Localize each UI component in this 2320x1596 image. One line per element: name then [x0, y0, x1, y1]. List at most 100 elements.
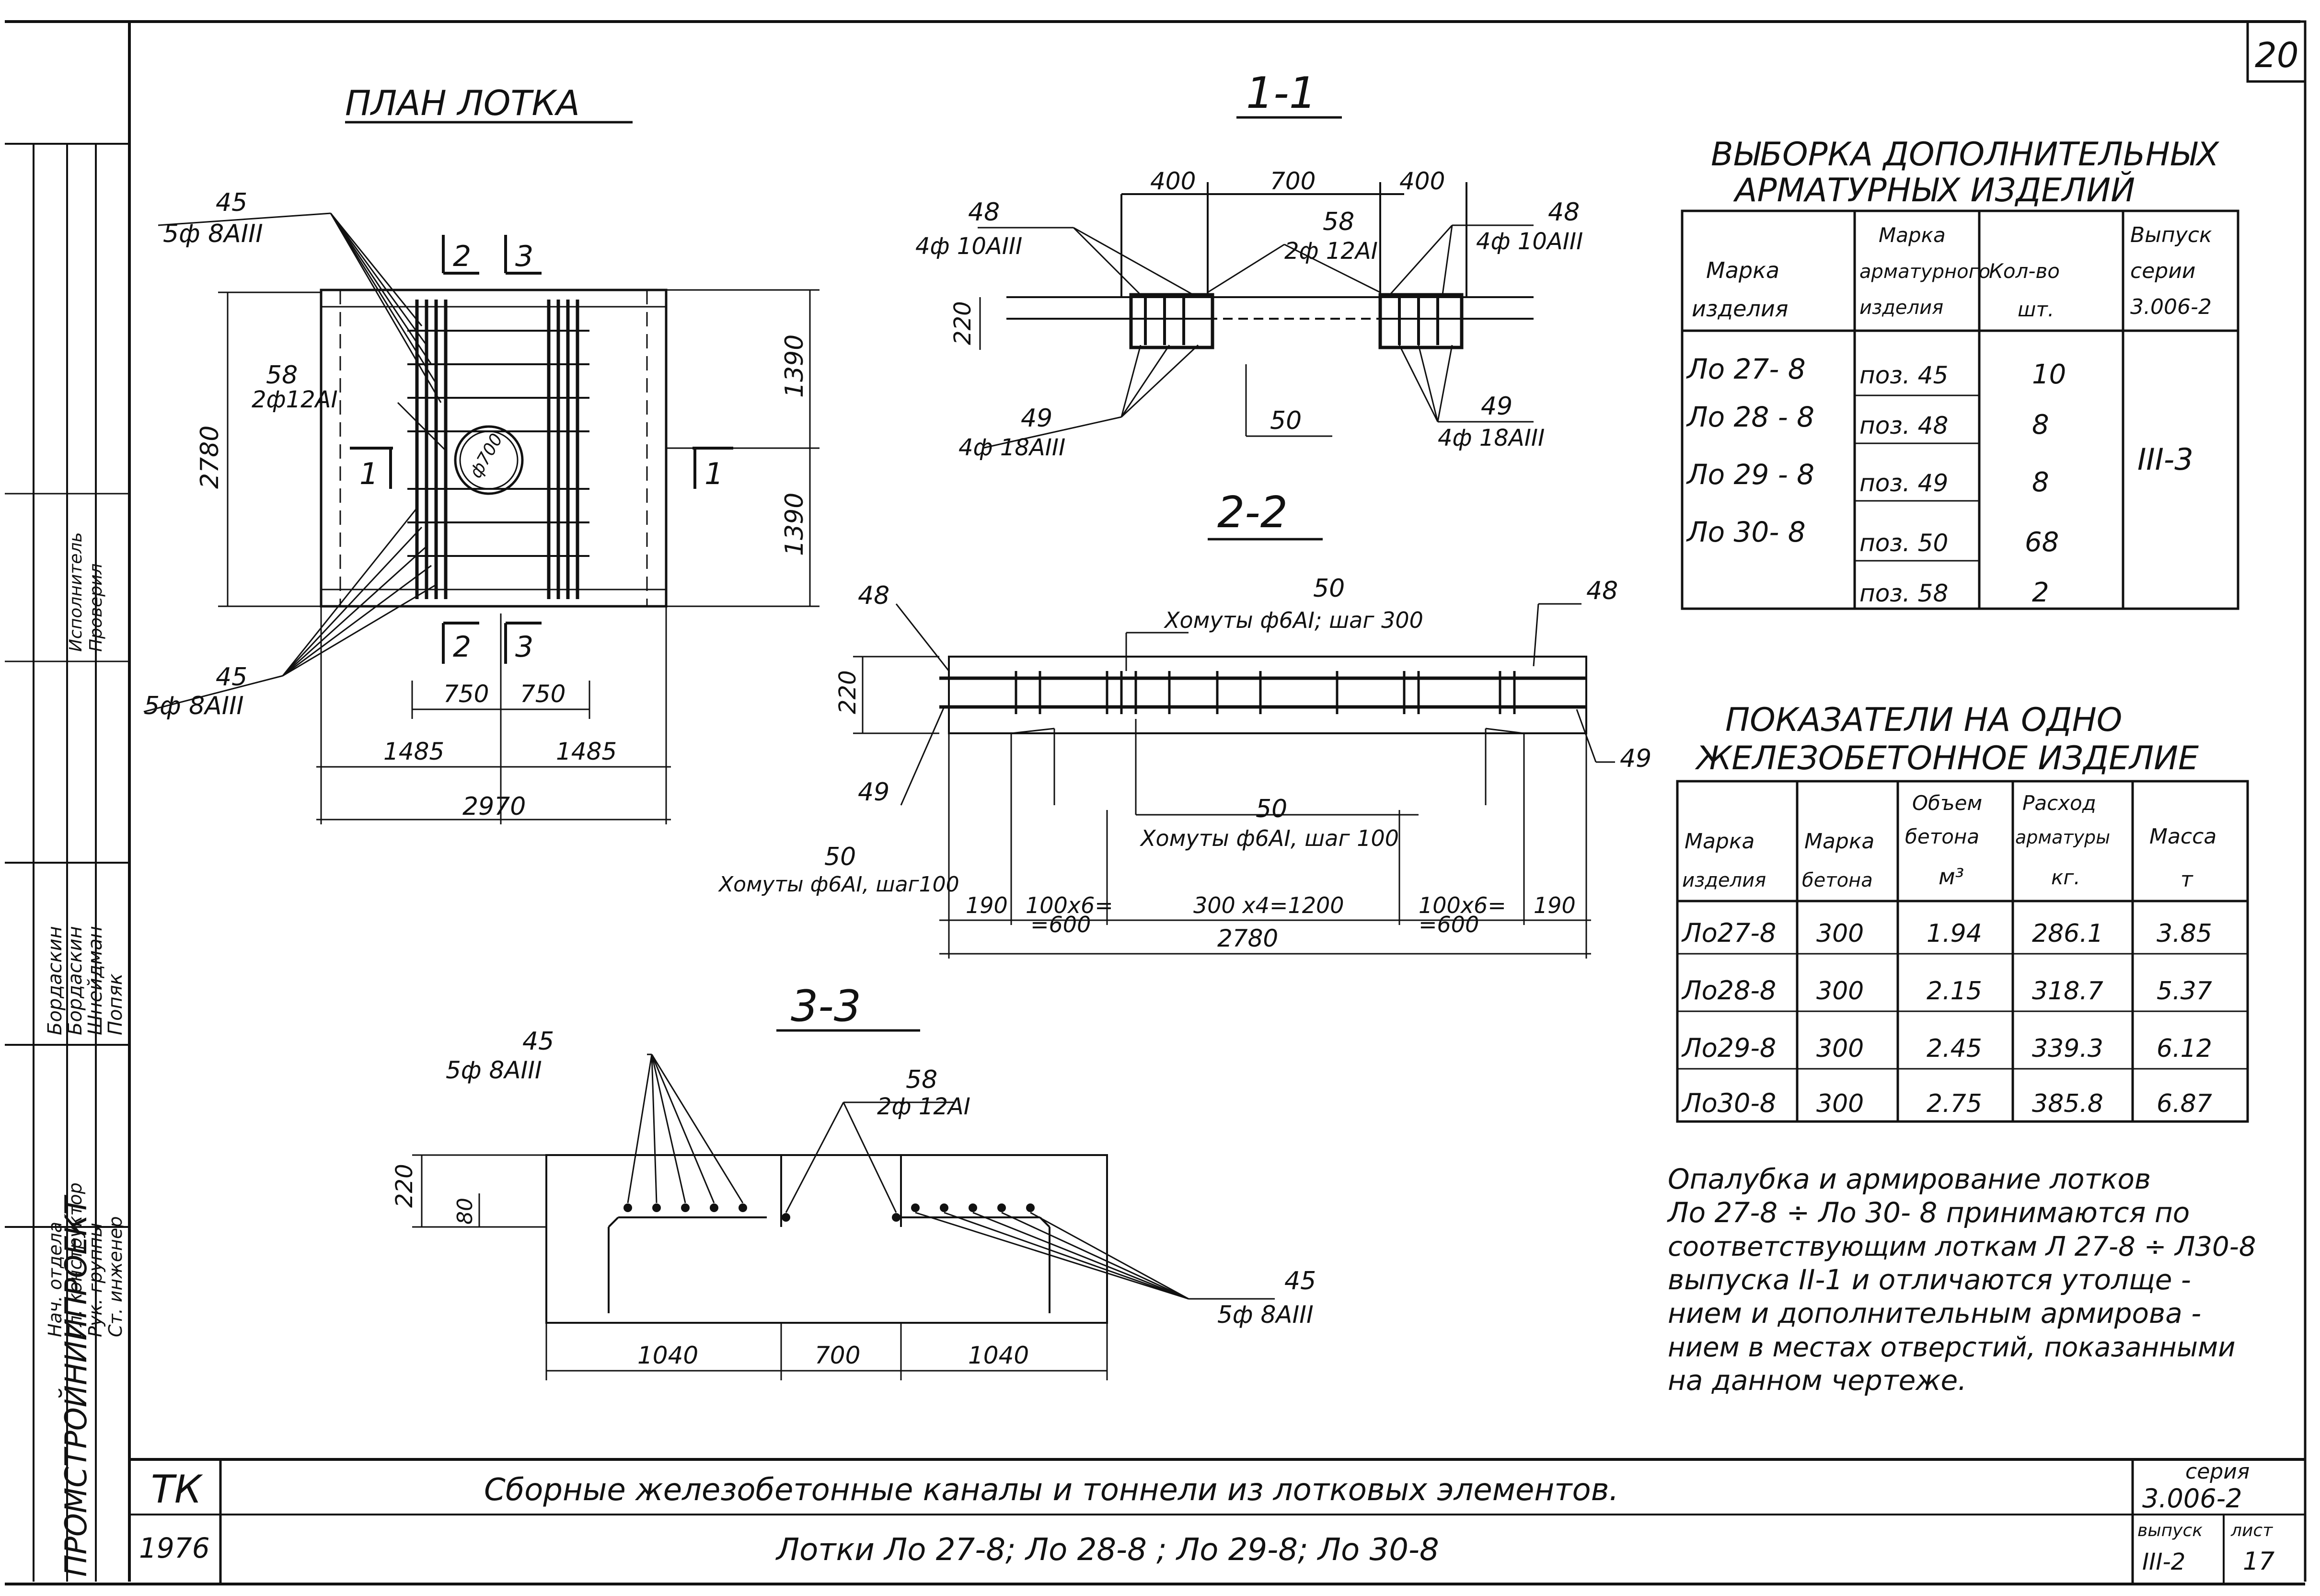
- selection-qty-5: 2: [2032, 577, 2049, 608]
- note-line-4: выпуска II-1 и отличаются утолще -: [1668, 1263, 2191, 1296]
- plan-rebar45-bottom: 5ф 8АIII: [144, 692, 244, 720]
- section11-dim-400-left: 400: [1150, 167, 1196, 195]
- section22-dim-190-right: 190: [1534, 892, 1576, 918]
- section11-pos58: 58: [1323, 208, 1354, 236]
- plan-hole-label: ф700: [466, 430, 507, 482]
- section22-pos48-left: 48: [858, 581, 889, 610]
- section11-dim-700: 700: [1270, 167, 1316, 195]
- selection-pos-2: поз. 48: [1859, 412, 1948, 439]
- section33-rebar45-right: 5ф 8АIII: [1217, 1301, 1314, 1329]
- selection-h4-l2: серии: [2130, 259, 2195, 283]
- selection-pos-1: поз. 45: [1859, 361, 1948, 389]
- ind-r1-c2: 300: [1816, 919, 1864, 948]
- plan-dim-total: 2970: [462, 792, 526, 821]
- plan-rebar45-top: 5ф 8АIII: [163, 220, 263, 248]
- plan-pos45-bottom: 45: [216, 663, 247, 692]
- ind-r1-c3: 1.94: [1927, 919, 1982, 948]
- indicators-table-grid: [1676, 780, 2249, 1123]
- section11-pos50: 50: [1270, 406, 1302, 435]
- section33-rebar58: 2ф 12АI: [877, 1093, 970, 1120]
- section22-pos50-mid: 50: [1256, 795, 1287, 823]
- section33-title: 3-3: [791, 981, 861, 1031]
- ind-r4-c4: 385.8: [2032, 1089, 2103, 1118]
- section22-pos49-left: 49: [858, 778, 889, 807]
- indicators-title-1: ПОКАЗАТЕЛИ НА ОДНО: [1725, 701, 2122, 739]
- section11-pos49-right: 49: [1481, 392, 1512, 421]
- selection-title-2: АРМАТУРНЫХ ИЗДЕЛИЙ: [1733, 171, 2135, 209]
- section22-dim-190-left: 190: [966, 892, 1008, 918]
- selection-pos-3: поз. 49: [1859, 469, 1948, 497]
- plan-section-1-right: 1: [704, 456, 723, 491]
- selection-qty-1: 10: [2032, 359, 2066, 390]
- ind-h1-l1: Марка: [1685, 829, 1754, 854]
- ind-r4-c1: Ло30-8: [1681, 1088, 1776, 1118]
- section33-pos45-right: 45: [1284, 1267, 1316, 1295]
- ind-h3-l3: м³: [1939, 864, 1964, 890]
- title-block-code: ТК: [151, 1467, 203, 1512]
- ind-h4-l2: арматуры: [2015, 827, 2110, 848]
- ind-r4-c5: 6.87: [2157, 1089, 2212, 1118]
- selection-item-3: Ло 29 - 8: [1686, 458, 1814, 491]
- ind-h4-l1: Расход: [2022, 791, 2096, 815]
- section22-dim-220: 220: [834, 670, 861, 714]
- plan-dim-1485-right: 1485: [556, 738, 617, 765]
- ind-r3-c2: 300: [1816, 1034, 1864, 1063]
- plan-section-2-bottom: 2: [453, 630, 471, 664]
- plan-dim-top-half: 1390: [780, 335, 809, 398]
- stamp-row-3: Рук. группы: [85, 1223, 106, 1337]
- note-line-3: соответствующим лоткам Л 27-8 ÷ Л30-8: [1668, 1231, 2256, 1262]
- title-block-year: 1976: [139, 1532, 210, 1564]
- ind-r3-c5: 6.12: [2157, 1034, 2212, 1063]
- section33-dim-1040-left: 1040: [637, 1342, 698, 1369]
- selection-h2-l2: арматурного: [1859, 261, 1990, 283]
- section22-stirrups-left: Хомуты ф6АI, шаг100: [718, 872, 959, 897]
- plan-section-2-top: 2: [453, 240, 471, 273]
- note-line-2: Ло 27-8 ÷ Ло 30- 8 принимаются по: [1667, 1196, 2190, 1229]
- title-block-series: 3.006-2: [2142, 1483, 2242, 1514]
- plan-section-3-top: 3: [515, 240, 533, 273]
- section33-pos45-top: 45: [522, 1027, 554, 1056]
- ind-r2-c3: 2.15: [1927, 977, 1982, 1006]
- section22-dim-600-left-a: 100х6=: [1026, 892, 1113, 918]
- section11-pos48-right: 48: [1548, 198, 1580, 227]
- section11-pos48-left: 48: [968, 198, 1000, 227]
- selection-release: III-3: [2137, 442, 2193, 477]
- selection-item-1: Ло 27- 8: [1686, 353, 1806, 385]
- section33-rebar45-top: 5ф 8АIII: [446, 1056, 542, 1084]
- stamp-name-1: Бордаскин: [44, 926, 66, 1035]
- note-line-7: на данном чертеже.: [1668, 1364, 1967, 1397]
- ind-r3-c3: 2.45: [1927, 1034, 1982, 1063]
- plan-pos58: 58: [266, 361, 298, 390]
- plan-section-1-left: 1: [359, 456, 378, 491]
- indicators-title-2: ЖЕЛЕЗОБЕТОННОЕ ИЗДЕЛИЕ: [1695, 740, 2199, 777]
- note-line-6: нием в местах отверстий, показанными: [1668, 1332, 2236, 1363]
- section22-pos49-right: 49: [1620, 744, 1651, 773]
- selection-h3-l1: Кол-во: [1989, 259, 2060, 283]
- section11-title: 1-1: [1246, 68, 1316, 118]
- selection-h2-l1: Марка: [1879, 223, 1946, 247]
- ind-h4-l3: кг.: [2051, 866, 2080, 889]
- section-1-1: [978, 116, 1534, 449]
- ind-r2-c5: 5.37: [2157, 977, 2212, 1006]
- selection-qty-4: 68: [2025, 527, 2059, 558]
- section11-dim-220: 220: [949, 301, 976, 345]
- section22-dim-600-left-b: =600: [1030, 912, 1091, 937]
- ind-r3-c4: 339.3: [2032, 1034, 2103, 1063]
- stamp-top-2: Проверил: [86, 563, 106, 652]
- ind-r3-c1: Ло29-8: [1681, 1033, 1776, 1063]
- stamp-row-2: Гл. конструктор: [65, 1182, 86, 1337]
- title-block-sheet-label: лист: [2230, 1521, 2273, 1540]
- ind-r2-c4: 318.7: [2032, 977, 2103, 1006]
- plan-section-3-bottom: 3: [515, 630, 533, 664]
- plan-dim-750-left: 750: [443, 680, 489, 708]
- selection-pos-4: поз. 50: [1859, 529, 1948, 557]
- section11-rebar49-right: 4ф 18АIII: [1438, 425, 1545, 451]
- section22-dim-600-right-a: 100х6=: [1419, 892, 1506, 918]
- section33-pos58: 58: [906, 1065, 937, 1094]
- section-3-3: [412, 1029, 1275, 1380]
- ind-h5-l2: т: [2181, 867, 2193, 892]
- section-2-2: [853, 538, 1615, 959]
- section33-dim-80: 80: [453, 1198, 477, 1225]
- section22-pos48-right: 48: [1586, 577, 1618, 605]
- plan-dim-1485-left: 1485: [383, 738, 444, 765]
